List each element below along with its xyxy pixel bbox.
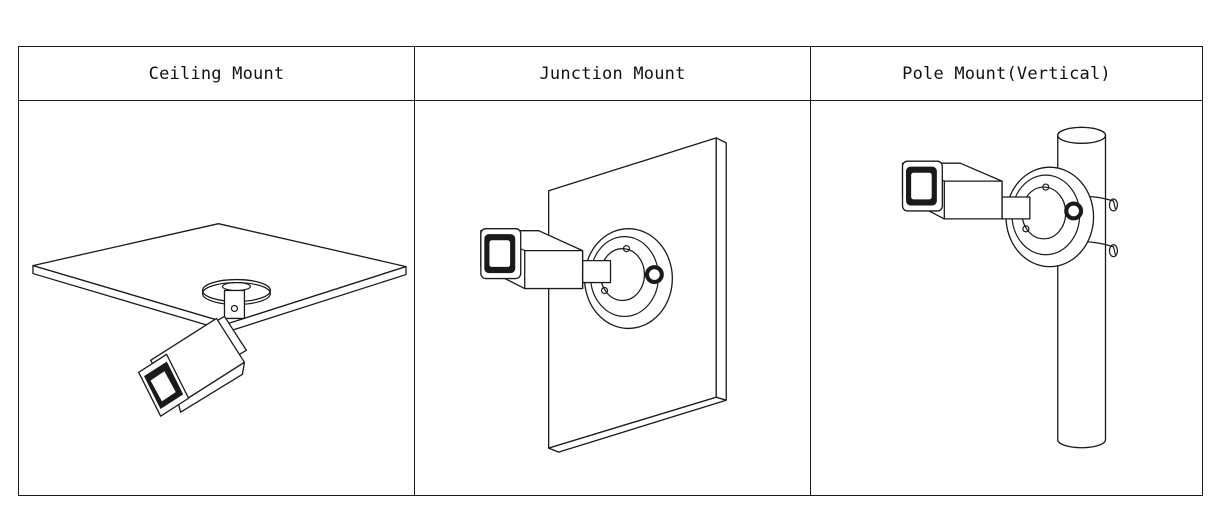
pole-mount-header: Pole Mount(Vertical) bbox=[811, 47, 1202, 101]
mount-types-table: Ceiling Mount Junction Mount Pole Mount(… bbox=[18, 46, 1203, 496]
ceiling-mount-illustration bbox=[19, 101, 415, 495]
ceiling-mount-drawing bbox=[19, 101, 414, 495]
pole-mount-drawing bbox=[811, 101, 1202, 495]
pole-mount-illustration bbox=[811, 101, 1202, 495]
junction-mount-drawing bbox=[415, 101, 810, 495]
junction-mount-illustration bbox=[415, 101, 811, 495]
ceiling-mount-header: Ceiling Mount bbox=[19, 47, 415, 101]
junction-mount-header: Junction Mount bbox=[415, 47, 811, 101]
